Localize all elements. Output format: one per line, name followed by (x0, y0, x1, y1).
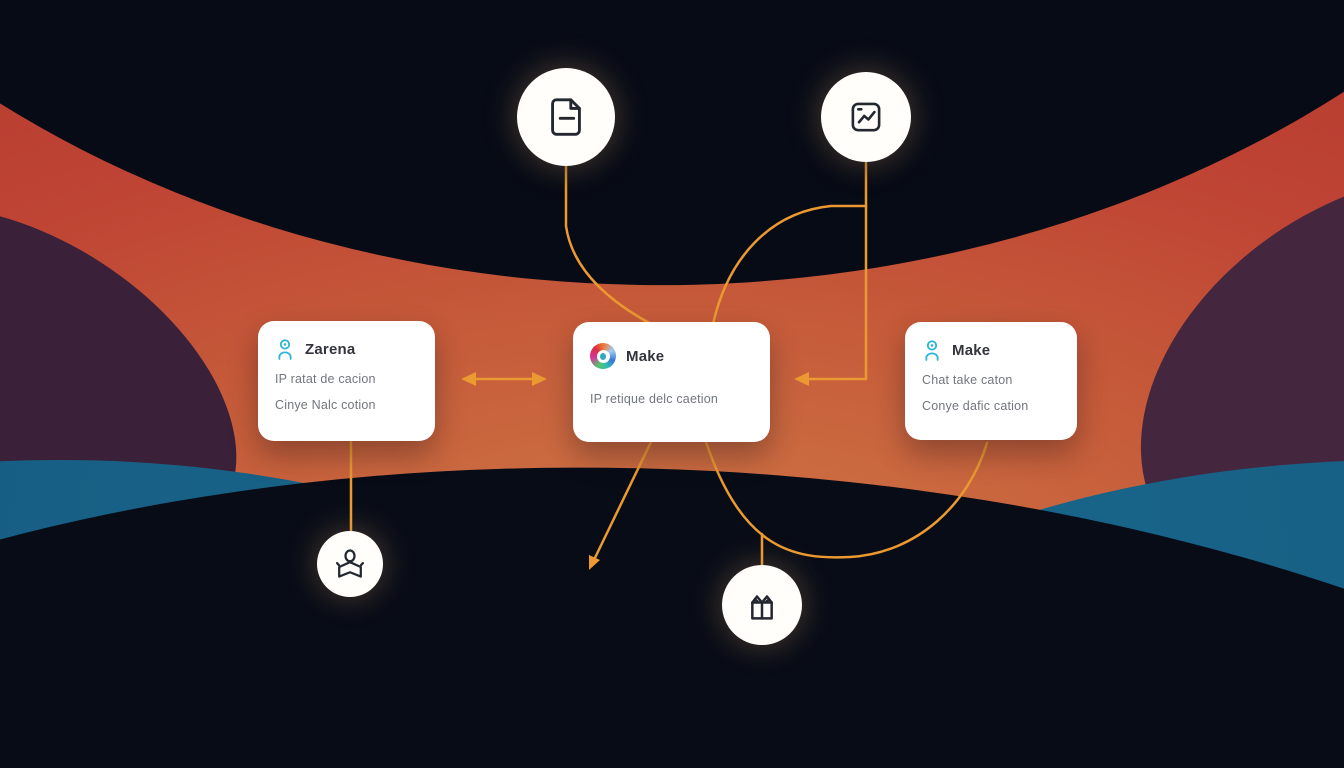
card-title: Make (952, 341, 991, 359)
person-cyan-icon (278, 339, 292, 360)
card-text-line: Conye dafic cation (922, 399, 1029, 413)
document-badge (517, 68, 615, 166)
card-text-line: IP ratat de cacion (275, 372, 376, 386)
line-document-to-make (564, 161, 653, 326)
package-badge (722, 565, 802, 645)
card-text-line: Cinye Nalc cotion (275, 398, 376, 412)
line-make-output-arrow (590, 440, 653, 566)
line-chart-branch-curve-to-make (711, 204, 868, 326)
card-title: Zarena (305, 340, 356, 358)
chart-image-icon (851, 102, 881, 132)
make-logo-drop (600, 353, 606, 360)
arrowhead-left-into-make (794, 372, 809, 386)
card-zarena: Zarena IP ratat de cacion Cinye Nalc cot… (258, 321, 435, 441)
card-make-right: Make Chat take caton Conye dafic cation (905, 322, 1077, 440)
card-header: Zarena (275, 338, 418, 360)
chart-badge (821, 72, 911, 162)
open-package-icon (751, 595, 773, 620)
card-make-center: Make IP retique delc caetion (573, 322, 770, 442)
person-cyan-icon (925, 340, 939, 361)
line-chart-down-arrow-to-make (806, 156, 868, 381)
card-header: Make (590, 343, 753, 369)
arrowhead-make-output (589, 555, 600, 570)
person-reading-icon (335, 549, 365, 578)
make-logo-icon (590, 343, 616, 369)
card-text-line: Chat take caton (922, 373, 1013, 387)
document-icon (551, 98, 581, 136)
card-title: Make (626, 347, 665, 365)
reader-badge (317, 531, 383, 597)
arc-make-to-right-card (704, 440, 989, 559)
arrowhead-double-right (532, 372, 547, 386)
card-header: Make (922, 339, 1060, 361)
card-text-line: IP retique delc caetion (590, 392, 719, 406)
arrowhead-double-left (461, 372, 476, 386)
